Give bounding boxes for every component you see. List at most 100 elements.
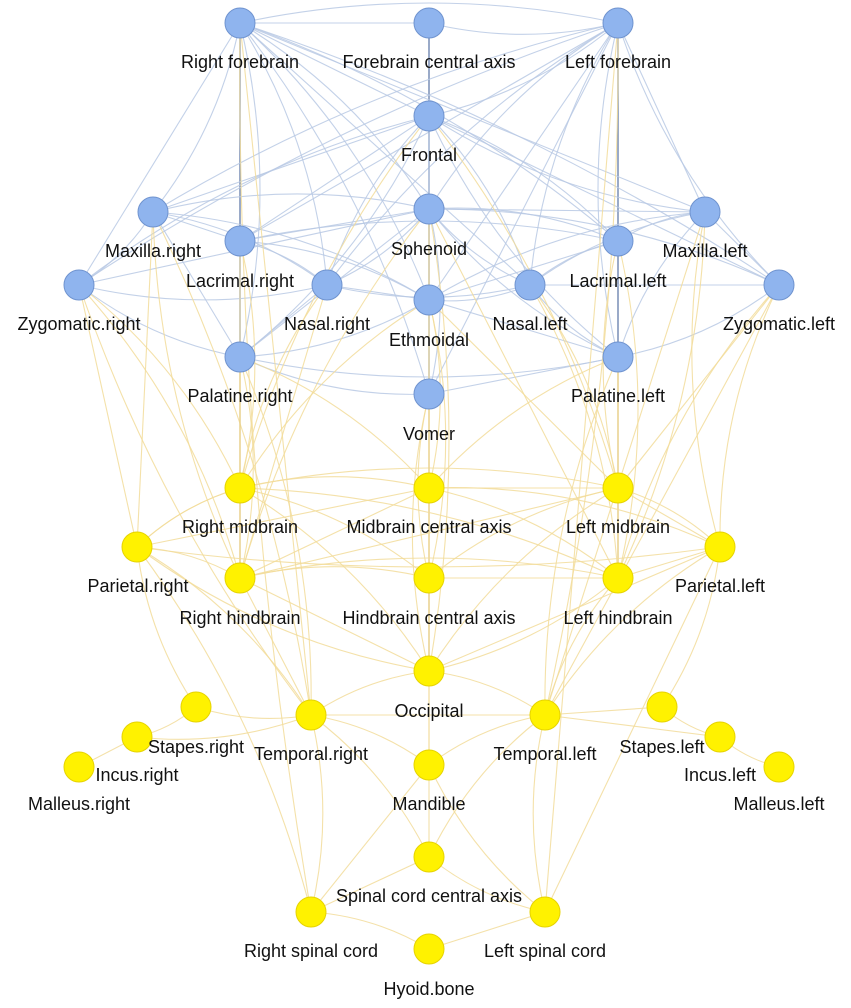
node-occ[interactable]: [413, 655, 445, 687]
node-sph[interactable]: [413, 193, 445, 225]
edge-pll-tpl: [544, 356, 619, 716]
node-mxr[interactable]: [137, 196, 169, 228]
node-nsr[interactable]: [311, 269, 343, 301]
edge-tpr-icr: [136, 714, 312, 740]
node-mxl[interactable]: [689, 196, 721, 228]
edge-rfb-zyl: [239, 22, 780, 286]
node-label-man: Mandible: [392, 794, 465, 814]
node-layer: [63, 7, 795, 965]
edge-rfb-eth: [239, 22, 430, 301]
edge-zyl-pll: [617, 284, 780, 358]
node-hyo[interactable]: [413, 933, 445, 965]
node-label-mxl: Maxilla.left: [662, 241, 747, 261]
edge-rfb-lfb: [239, 2, 619, 24]
edge-mxl-pll: [617, 211, 706, 358]
node-par[interactable]: [121, 531, 153, 563]
node-label-stl: Stapes.left: [619, 737, 704, 757]
edge-eth-hca: [428, 299, 447, 579]
node-label-pal: Parietal.left: [675, 576, 765, 596]
edge-fro-nsl: [428, 115, 531, 286]
node-label-nsl: Nasal.left: [492, 314, 567, 334]
edge-zyl-lhb: [617, 284, 780, 579]
edge-lfb-zyl: [617, 22, 780, 286]
edge-rfb-nsr: [239, 22, 328, 286]
edge-tpl-stl: [544, 706, 663, 716]
edge-rfb-mxr: [152, 22, 241, 213]
edge-lfb-nsr: [326, 22, 619, 286]
node-label-pll: Palatine.left: [571, 386, 665, 406]
node-eth[interactable]: [413, 284, 445, 316]
node-rhb[interactable]: [224, 562, 256, 594]
node-lfb[interactable]: [602, 7, 634, 39]
edge-mxr-eth: [152, 211, 430, 301]
edge-rfb-plr: [239, 22, 261, 358]
node-mll[interactable]: [763, 751, 795, 783]
edge-rfb-vom: [239, 22, 430, 395]
node-label-lcr: Lacrimal.right: [186, 271, 294, 291]
edge-par-str: [136, 546, 197, 708]
node-fca[interactable]: [413, 7, 445, 39]
node-zyl[interactable]: [763, 269, 795, 301]
node-label-zyr: Zygomatic.right: [17, 314, 140, 334]
node-lhb[interactable]: [602, 562, 634, 594]
edge-rhb-tpr: [239, 577, 312, 716]
node-plr[interactable]: [224, 341, 256, 373]
node-lcr[interactable]: [224, 225, 256, 257]
node-tpl[interactable]: [529, 699, 561, 731]
node-pal[interactable]: [704, 531, 736, 563]
node-vom[interactable]: [413, 378, 445, 410]
edge-zyr-par: [78, 284, 138, 548]
node-label-sph: Sphenoid: [391, 239, 467, 259]
edge-mxr-sph: [152, 193, 430, 213]
edge-eth-rmb: [239, 299, 430, 489]
edge-rfb-rsc: [239, 22, 312, 913]
node-label-occ: Occipital: [394, 701, 463, 721]
node-man[interactable]: [413, 749, 445, 781]
edge-nsl-lmb: [529, 284, 619, 489]
node-sca[interactable]: [413, 841, 445, 873]
edge-lcr-eth: [239, 240, 430, 301]
edge-nsr-rmb: [239, 284, 328, 489]
edge-lmb-occ: [428, 487, 619, 672]
edge-fro-mxl: [428, 115, 706, 213]
edge-zyr-nsr: [78, 284, 328, 301]
node-rsc[interactable]: [295, 896, 327, 928]
edge-rfb-zyr: [78, 22, 241, 286]
edge-lfb-mxl: [617, 22, 706, 213]
node-icr[interactable]: [121, 721, 153, 753]
edge-par-mca: [136, 487, 430, 548]
node-lsc[interactable]: [529, 896, 561, 928]
edge-lhb-occ: [428, 577, 619, 672]
node-rmb[interactable]: [224, 472, 256, 504]
edge-rhb-mca: [239, 487, 430, 579]
edge-eth-pll: [428, 299, 619, 358]
edge-sph-lhb: [428, 208, 619, 579]
node-hca[interactable]: [413, 562, 445, 594]
node-pll[interactable]: [602, 341, 634, 373]
edge-pal-tpl: [544, 546, 721, 716]
node-zyr[interactable]: [63, 269, 95, 301]
node-label-plr: Palatine.right: [187, 386, 292, 406]
edge-rmb-lhb: [239, 487, 619, 579]
node-label-lcl: Lacrimal.left: [569, 271, 666, 291]
edge-fro-lcr: [239, 115, 430, 242]
node-mlr[interactable]: [63, 751, 95, 783]
node-stl[interactable]: [646, 691, 678, 723]
node-rfb[interactable]: [224, 7, 256, 39]
edge-mxr-rhb: [152, 211, 241, 579]
node-nsl[interactable]: [514, 269, 546, 301]
node-label-fro: Frontal: [401, 145, 457, 165]
edge-zyr-plr: [78, 284, 241, 358]
node-tpr[interactable]: [295, 699, 327, 731]
edge-pal-stl: [661, 546, 721, 708]
edge-tpr-str: [195, 706, 312, 720]
node-icl[interactable]: [704, 721, 736, 753]
node-mca[interactable]: [413, 472, 445, 504]
edge-fro-pll: [428, 115, 619, 358]
node-lcl[interactable]: [602, 225, 634, 257]
node-fro[interactable]: [413, 100, 445, 132]
edge-lhb-mca: [428, 487, 619, 579]
node-lmb[interactable]: [602, 472, 634, 504]
node-str[interactable]: [180, 691, 212, 723]
